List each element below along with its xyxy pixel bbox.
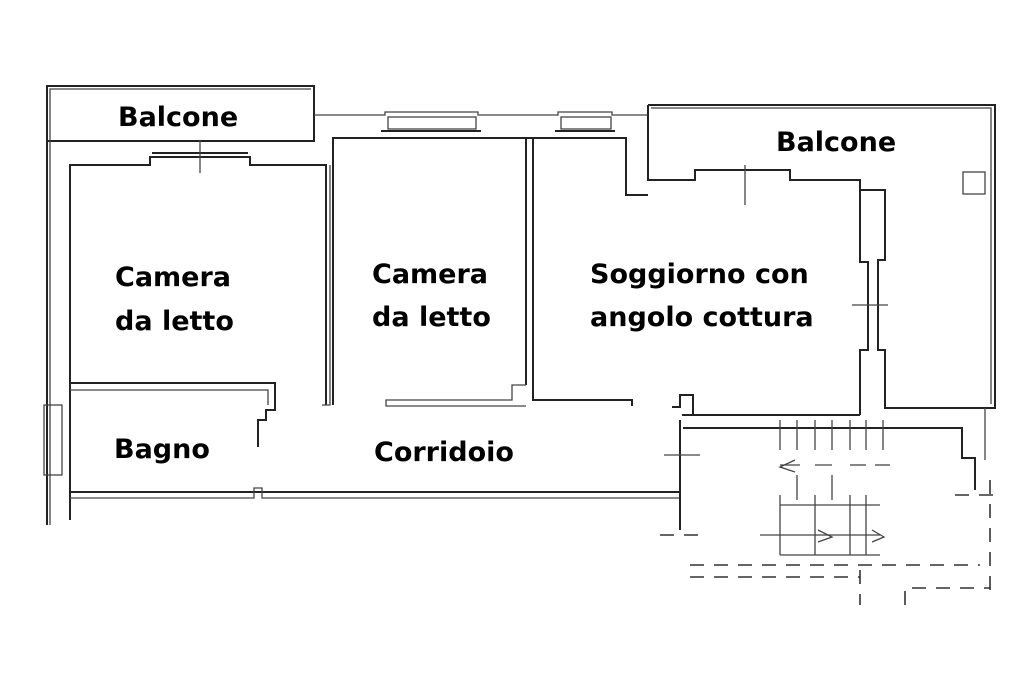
label-soggiorno-line1: Soggiorno con [590,259,809,290]
room-labels: Balcone Balcone Camera da letto Camera d… [114,102,896,468]
label-camera1-line1: Camera [115,262,231,293]
label-bagno: Bagno [114,434,210,465]
stairs [660,420,995,605]
label-soggiorno-line2: angolo cottura [590,302,814,333]
label-balcone-left: Balcone [118,102,238,133]
label-corridoio: Corridoio [374,437,514,468]
label-camera2-line1: Camera [372,259,488,290]
label-camera2-line2: da letto [372,302,491,333]
label-balcone-right: Balcone [776,127,896,158]
walls [43,85,996,530]
label-camera1-line2: da letto [115,306,234,337]
